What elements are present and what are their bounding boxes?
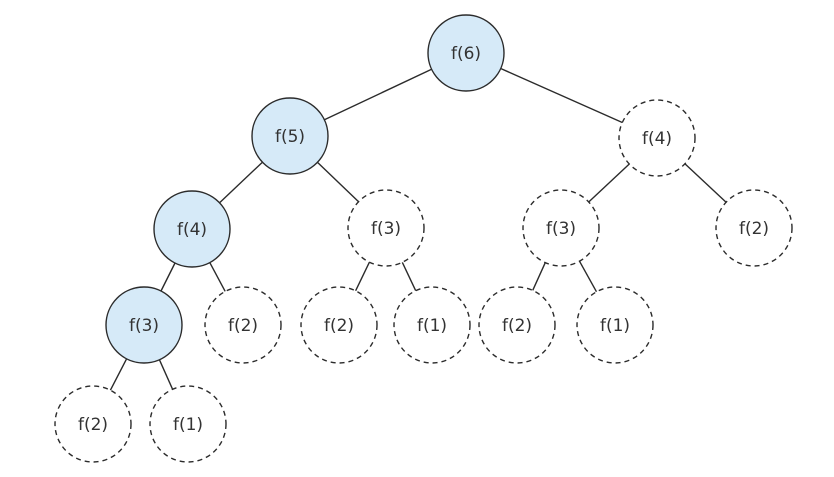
- tree-edge-n5-n11: [401, 262, 417, 291]
- computed-node-circle: [427, 14, 505, 92]
- dashed-node-circle: [522, 189, 600, 267]
- node-label: f(6): [451, 44, 481, 64]
- dashed-node-circle: [347, 189, 425, 267]
- tree-node-n5: f(3): [347, 189, 425, 267]
- node-label: f(1): [600, 316, 630, 336]
- tree-edge-n3-n7: [684, 163, 727, 203]
- tree-node-n1: f(6): [427, 14, 505, 92]
- node-label: f(2): [502, 316, 532, 336]
- tree-node-n8: f(3): [105, 286, 183, 364]
- tree-edge-n1-n3: [500, 67, 623, 124]
- dashed-node-circle: [54, 385, 132, 463]
- node-label: f(3): [371, 219, 401, 239]
- tree-node-n15: f(1): [149, 385, 227, 463]
- tree-node-n10: f(2): [300, 286, 378, 364]
- node-label: f(2): [739, 219, 769, 239]
- node-label: f(4): [177, 220, 207, 240]
- tree-node-n3: f(4): [618, 99, 696, 177]
- tree-edges: [109, 67, 727, 391]
- tree-edge-n5-n10: [354, 261, 371, 292]
- tree-node-n6: f(3): [522, 189, 600, 267]
- dashed-node-circle: [715, 189, 793, 267]
- dashed-node-circle: [618, 99, 696, 177]
- tree-edge-n2-n5: [316, 161, 360, 203]
- node-label: f(2): [324, 316, 354, 336]
- tree-node-n9: f(2): [204, 286, 282, 364]
- tree-edge-n3-n6: [588, 163, 630, 203]
- node-label: f(2): [228, 316, 258, 336]
- dashed-node-circle: [576, 286, 654, 364]
- node-label: f(3): [129, 316, 159, 336]
- tree-edge-n6-n13: [578, 260, 598, 293]
- tree-node-n2: f(5): [251, 97, 329, 175]
- tree-edge-n8-n15: [158, 359, 174, 390]
- tree-node-n13: f(1): [576, 286, 654, 364]
- tree-edge-n6-n12: [532, 262, 546, 291]
- node-label: f(2): [78, 415, 108, 435]
- tree-edge-n1-n2: [324, 68, 432, 121]
- tree-node-n12: f(2): [478, 286, 556, 364]
- node-label: f(5): [275, 127, 305, 147]
- node-label: f(4): [642, 129, 672, 149]
- node-label: f(1): [173, 415, 203, 435]
- node-label: f(1): [417, 316, 447, 336]
- tree-node-n4: f(4): [153, 190, 231, 268]
- tree-edge-n4-n9: [209, 262, 226, 292]
- node-label: f(3): [546, 219, 576, 239]
- tree-edge-n8-n14: [109, 358, 128, 391]
- tree-node-n11: f(1): [393, 286, 471, 364]
- dashed-node-circle: [149, 385, 227, 463]
- dashed-node-circle: [478, 286, 556, 364]
- tree-nodes: f(6) f(5) f(4) f(4) f(3) f(3) f(2) f(3) f(2) f(2)…: [54, 14, 793, 463]
- dashed-node-circle: [393, 286, 471, 364]
- computed-node-circle: [105, 286, 183, 364]
- tree-edge-n4-n8: [160, 262, 176, 292]
- computed-node-circle: [153, 190, 231, 268]
- tree-edge-n2-n4: [219, 161, 263, 204]
- dashed-node-circle: [204, 286, 282, 364]
- tree-node-n7: f(2): [715, 189, 793, 267]
- computed-node-circle: [251, 97, 329, 175]
- dashed-node-circle: [300, 286, 378, 364]
- tree-node-n14: f(2): [54, 385, 132, 463]
